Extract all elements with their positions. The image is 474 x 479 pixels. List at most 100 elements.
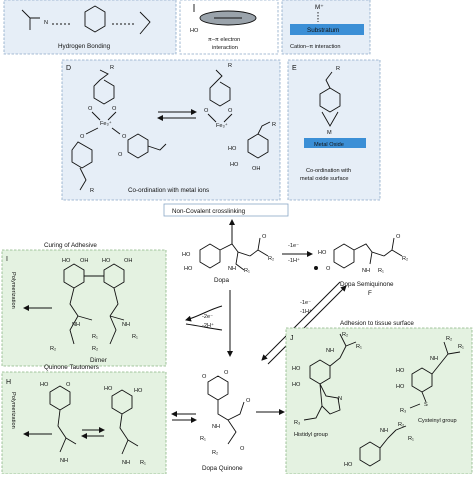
panel-j: Adhesion to tissue surface J HO HO R₂ NH… xyxy=(285,320,473,475)
cysteinyl-label: Cysteinyl group xyxy=(418,418,457,424)
panel-i: Curing of Adhesive I Polymerization HO O… xyxy=(1,242,167,367)
top-strip: N Hydrogen Bonding HO π–π electron inter… xyxy=(3,0,371,55)
o-label: O xyxy=(112,106,117,112)
r1-label: R₁ xyxy=(92,334,98,340)
ho-label: HO xyxy=(190,28,199,34)
oh-label: OH xyxy=(252,166,260,172)
o-label: O xyxy=(326,266,331,272)
fork-curve-upper xyxy=(185,305,223,322)
ho-label: HO xyxy=(40,382,49,388)
nh-label: NH xyxy=(60,458,68,464)
o-label: O xyxy=(204,108,209,114)
r1-label: R₁ xyxy=(140,460,146,466)
r1-label: R₁ xyxy=(200,436,206,442)
nh-label: NH xyxy=(430,356,438,362)
r1-label: R₁ xyxy=(408,436,414,442)
ho-label: HO xyxy=(182,252,191,258)
semiquinone-label-line2: F xyxy=(368,290,372,297)
ho-label: HO xyxy=(344,462,353,468)
nh-label: NH xyxy=(326,348,334,354)
minus-1e-label: -1e⁻ xyxy=(300,300,311,306)
m-label: M xyxy=(327,130,332,136)
fe-left-label: Fe₃⁺ xyxy=(100,120,112,127)
substratum-bar xyxy=(290,24,364,35)
ho-label: HO xyxy=(396,384,405,390)
panel-i-title: Curing of Adhesive xyxy=(44,242,97,249)
o-label: O xyxy=(228,108,233,114)
ho-label: HO xyxy=(396,368,405,374)
r3-label: R₃ xyxy=(400,408,406,414)
r1-label: R₁ xyxy=(458,344,464,350)
panel-j-letter: J xyxy=(290,335,294,342)
ho-label: HO xyxy=(184,266,193,272)
noncovalent-crosslinking-box: Non-Covalent crosslinking xyxy=(163,203,289,217)
panel-e-letter: E xyxy=(292,65,297,72)
panel-e: E R M Metal Oxide Co-ordination with met… xyxy=(287,59,381,201)
nh-label: NH xyxy=(122,322,130,328)
cation-pi-caption: Cation–π interaction xyxy=(290,44,341,50)
o-label: O xyxy=(80,134,85,140)
m-plus-label: M⁺ xyxy=(315,4,324,11)
n-label: N xyxy=(44,20,48,26)
pi-pi-caption-line2: interaction xyxy=(212,45,238,51)
panel-e-caption-line1: Co-ordination with xyxy=(306,168,351,174)
r1-label: R₁ xyxy=(244,268,250,274)
ho-label: HO xyxy=(102,258,111,264)
arrow-semiquinone-to-quinone xyxy=(261,281,341,361)
arrow-quinone-to-semiquinone xyxy=(267,285,347,365)
r1-label: R₁ xyxy=(132,334,138,340)
ho-label: HO xyxy=(318,250,327,256)
panel-h-polymerization: Polymerization xyxy=(10,392,16,429)
metal-oxide-bar xyxy=(304,138,366,148)
ho-label: HO xyxy=(228,146,237,152)
o-label: O xyxy=(118,152,123,158)
fork-curve-lower xyxy=(185,323,223,331)
dopa-structure: HO HO O NH R₁ R₂ Dopa xyxy=(182,234,274,284)
panel-pi-pi xyxy=(179,0,279,55)
r2-label: R₂ xyxy=(212,450,218,456)
r1-label: R₁ xyxy=(356,344,362,350)
hydrogen-bonding-caption: Hydrogen Bonding xyxy=(58,43,111,50)
nh-label: NH xyxy=(122,460,130,466)
ho-label: HO xyxy=(134,388,143,394)
minus-1e-label: -1e⁻ xyxy=(288,243,299,249)
radical-dot xyxy=(314,266,318,270)
r-label: R xyxy=(90,188,94,194)
nh-label: NH xyxy=(228,266,236,272)
s-label: S xyxy=(424,402,428,408)
r1-label: R₁ xyxy=(378,268,384,274)
ho-label: HO xyxy=(104,386,113,392)
ho-label: HO xyxy=(292,382,301,388)
panel-h-title: Quinone Tautomers xyxy=(44,364,99,371)
pi-pi-caption-line1: π–π electron xyxy=(208,37,240,43)
o-label: O xyxy=(66,382,71,388)
ho-label: HO xyxy=(292,366,301,372)
panel-d: D R O O Fe₃⁺ O O O R R O O Fe₃⁺ R HO HO … xyxy=(61,59,281,201)
noncovalent-crosslinking-label: Non-Covalent crosslinking xyxy=(172,208,246,215)
r2-label: R₂ xyxy=(402,256,408,262)
metal-oxide-label: Metal Oxide xyxy=(314,142,344,148)
r-label: R xyxy=(228,63,232,69)
hydrogen-bond-structure: N Hydrogen Bonding xyxy=(21,5,151,50)
r2-label: R₂ xyxy=(398,422,404,428)
dimer-label: Dimer xyxy=(90,357,107,364)
r2-label: R₂ xyxy=(50,346,56,352)
minus-2h-label: -2H⁺ xyxy=(202,322,214,329)
panel-i-letter: I xyxy=(6,256,8,263)
r2-label: R₂ xyxy=(268,256,274,262)
minus-2e-label: -2e⁻ xyxy=(202,314,213,320)
nh-label: NH xyxy=(72,322,80,328)
oh-label: OH xyxy=(80,258,88,264)
panel-i-polymerization: Polymerization xyxy=(10,272,16,309)
nh-label: NH xyxy=(362,268,370,274)
o-label: O xyxy=(88,106,93,112)
minus-1h-label: -1H⁺ xyxy=(288,257,300,264)
r2-label: R₂ xyxy=(342,332,348,338)
panel-h: Quinone Tautomers H Polymerization HO O … xyxy=(1,364,167,475)
semiquinone-label-line1: Dopa Semiquinone xyxy=(340,281,394,288)
panel-d-caption: Co-ordination with metal ions xyxy=(128,187,209,194)
r3-label: R₃ xyxy=(294,420,300,426)
ho-label: HO xyxy=(62,258,71,264)
o-label: O xyxy=(122,134,127,140)
